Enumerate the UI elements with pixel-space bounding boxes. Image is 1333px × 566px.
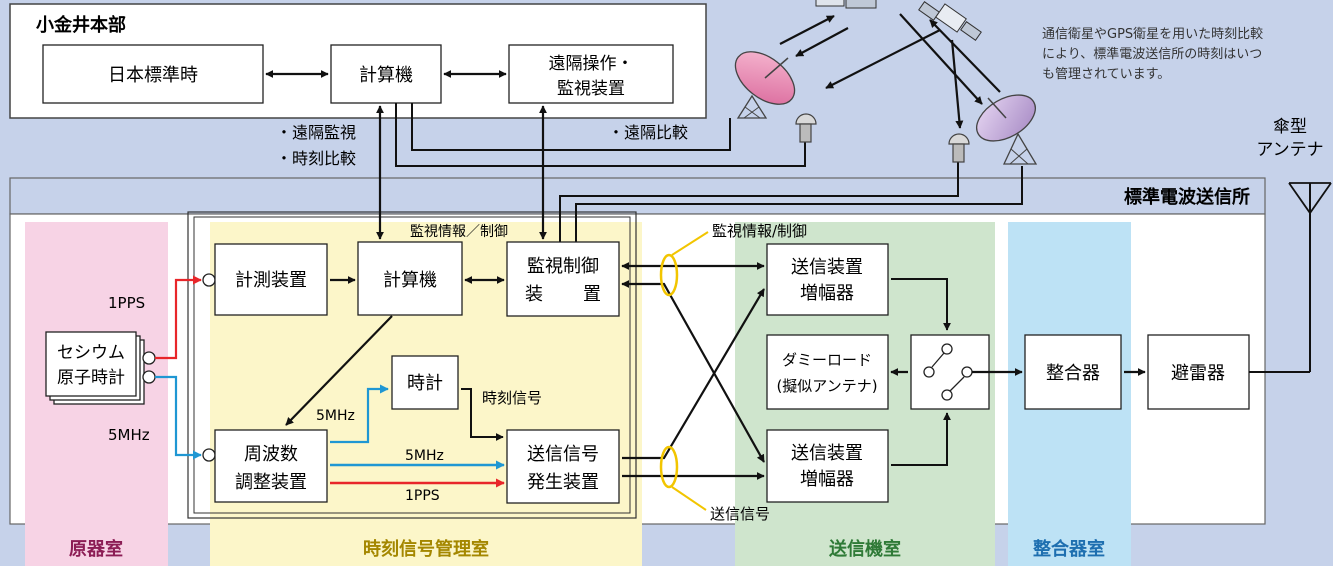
- signal-ring: [659, 445, 679, 489]
- link-label-remote-compare: ・遠隔比較: [608, 123, 688, 142]
- measurement-box: [214, 243, 328, 316]
- tx-amp-2-box: [766, 429, 889, 503]
- label-5mhz-clock: 5MHz: [316, 408, 355, 424]
- freq-clock-5mhz-wire: [330, 384, 389, 444]
- tx2-switch-wire: [891, 412, 951, 466]
- monitor-tx2-link: [621, 280, 765, 463]
- tx-amp-1-label-2: 増幅器: [800, 283, 854, 304]
- computer-freq-arrow: [285, 315, 393, 426]
- dish-link-hq: [411, 103, 731, 151]
- cesium-1pps-port: [142, 351, 156, 365]
- cesium-5mhz-wire: [155, 375, 202, 460]
- signal-ring-leader: [671, 486, 707, 511]
- tx-amp-2-label-1: 送信装置: [791, 443, 863, 464]
- label-1pps-left: 1PPS: [108, 294, 145, 312]
- umbrella-antenna-icon: [1288, 182, 1332, 372]
- room-gen-label: 原器室: [69, 538, 123, 560]
- monitor-control-label-2a: 装: [525, 284, 543, 305]
- dummy-load-label-1: ダミーロード: [782, 351, 872, 369]
- label-5mhz-left: 5MHz: [108, 426, 150, 444]
- gps-satellite-icon: [918, 1, 982, 41]
- station-arrow-sat: [929, 19, 1001, 93]
- monitor-ring: [659, 253, 679, 297]
- tx-amp-1-box: [766, 243, 889, 316]
- matcher-label: 整合器: [1046, 363, 1100, 384]
- clock-box: [391, 355, 459, 410]
- station-title: 標準電波送信所: [1124, 186, 1250, 208]
- jst-box: [42, 44, 264, 104]
- label-1pps-gen: 1PPS: [405, 488, 440, 504]
- dummy-load-label-2: (擬似アンテナ): [776, 377, 877, 395]
- room-trans-label: 送信機室: [828, 538, 901, 560]
- gps-arrow-hq: [825, 29, 941, 89]
- tx-amp-1-label-1: 送信装置: [791, 257, 863, 278]
- matcher-box: [1024, 334, 1122, 410]
- cesium-1pps-wire: [155, 275, 202, 360]
- signal-gen-label-2: 発生装置: [527, 472, 599, 493]
- monitor-info-ring-label: 監視情報/制御: [712, 222, 807, 240]
- tx-amp-2-label-2: 増幅器: [800, 469, 854, 490]
- measurement-port: [202, 273, 216, 287]
- cesium-label-2: 原子時計: [57, 368, 125, 388]
- monitor-control-label-1: 監視制御: [527, 256, 599, 277]
- station-computer-label: 計算機: [383, 270, 437, 291]
- link-label-remote-monitor: ・遠隔監視: [276, 123, 356, 142]
- satellite-note-3: も管理されています。: [1042, 67, 1170, 82]
- freq-port: [202, 448, 216, 462]
- gen-tx1-link: [622, 288, 765, 460]
- gps-receiver-station-icon: [948, 133, 970, 163]
- signal-gen-box: [506, 429, 620, 504]
- satellite-note-1: 通信衛星やGPS衛星を用いた時刻比較: [1042, 27, 1263, 42]
- remote-control-label-1: 遠隔操作・: [549, 54, 634, 74]
- antenna-label-2: アンテナ: [1256, 140, 1323, 160]
- monitor-control-label-2b: 置: [583, 284, 601, 305]
- satellite-link-hq: [395, 103, 806, 167]
- dish-link-station: [575, 166, 1023, 242]
- monitor-info-label: 監視情報／制御: [410, 223, 508, 240]
- gps-receiver-hq-icon: [795, 113, 817, 143]
- satellite-link-station: [559, 160, 959, 242]
- dish-hq-icon: [734, 51, 796, 119]
- hq-title: 小金井本部: [36, 14, 126, 36]
- switch-icon: [923, 343, 973, 401]
- uplink-arrow-hq: [779, 15, 835, 45]
- measurement-label: 計測装置: [235, 270, 307, 291]
- cesium-label-1: セシウム: [57, 343, 125, 363]
- satellite-icon: [815, 0, 877, 9]
- label-5mhz-gen: 5MHz: [405, 448, 444, 464]
- tx1-switch-wire: [891, 278, 951, 331]
- clock-label: 時計: [407, 373, 443, 394]
- remote-control-label-2: 監視装置: [557, 79, 625, 99]
- clock-time-signal-wire: [461, 388, 504, 441]
- downlink-arrow-hq: [795, 27, 849, 57]
- monitor-ring-leader: [671, 231, 709, 256]
- signal-gen-label-1: 送信信号: [527, 444, 599, 465]
- hq-computer-label: 計算機: [359, 65, 413, 86]
- room-match-label: 整合器室: [1032, 538, 1105, 560]
- dummy-load-box: [766, 334, 889, 410]
- freq-adjust-label-1: 周波数: [244, 444, 298, 465]
- room-time-label: 時刻信号管理室: [363, 538, 489, 560]
- time-signal-label: 時刻信号: [482, 389, 542, 407]
- cesium-clock-box: [45, 331, 137, 397]
- monitor-control-box: [506, 241, 620, 317]
- satellite-note-2: により、標準電波送信所の時刻はいつ: [1042, 46, 1262, 62]
- remote-control-box: [508, 44, 674, 104]
- station-computer-box: [357, 241, 463, 316]
- tx-signal-label: 送信信号: [710, 505, 770, 523]
- antenna-label-1: 傘型: [1273, 117, 1307, 137]
- cesium-5mhz-port: [142, 370, 156, 384]
- arrester-label: 避雷器: [1171, 363, 1225, 384]
- dish-station-icon: [976, 94, 1038, 165]
- gps-arrow-station: [950, 39, 964, 129]
- freq-adjust-label-2: 調整装置: [235, 472, 307, 493]
- jst-label: 日本標準時: [108, 65, 198, 86]
- hq-computer-box: [330, 44, 442, 104]
- sat-arrow-station: [899, 13, 983, 105]
- freq-adjust-box: [214, 429, 328, 503]
- link-label-time-compare: ・時刻比較: [276, 149, 356, 168]
- arrester-box: [1147, 334, 1250, 410]
